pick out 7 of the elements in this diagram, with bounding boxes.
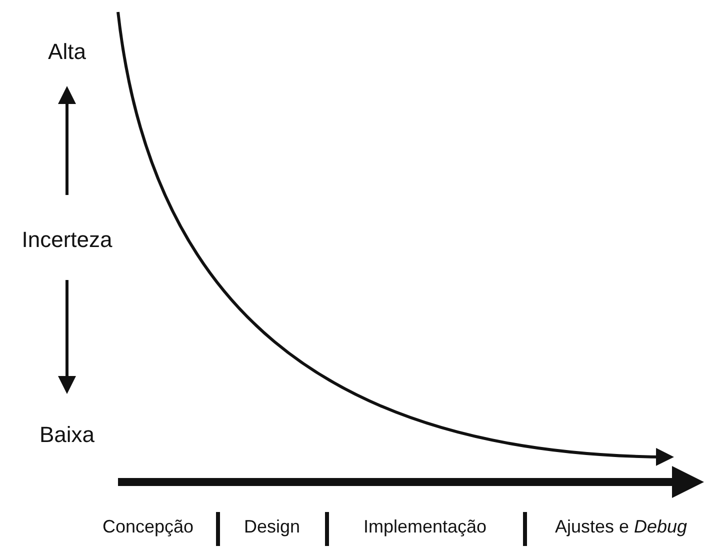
level-label: Alta <box>48 39 86 65</box>
phase-label: Design <box>244 516 300 538</box>
phase-label: Implementação <box>363 516 487 538</box>
axis-title: Incerteza <box>22 227 112 253</box>
phase-label: Concepção <box>102 516 194 538</box>
phase-label: Ajustes e Debug <box>554 516 688 538</box>
level-label: Baixa <box>39 422 95 448</box>
